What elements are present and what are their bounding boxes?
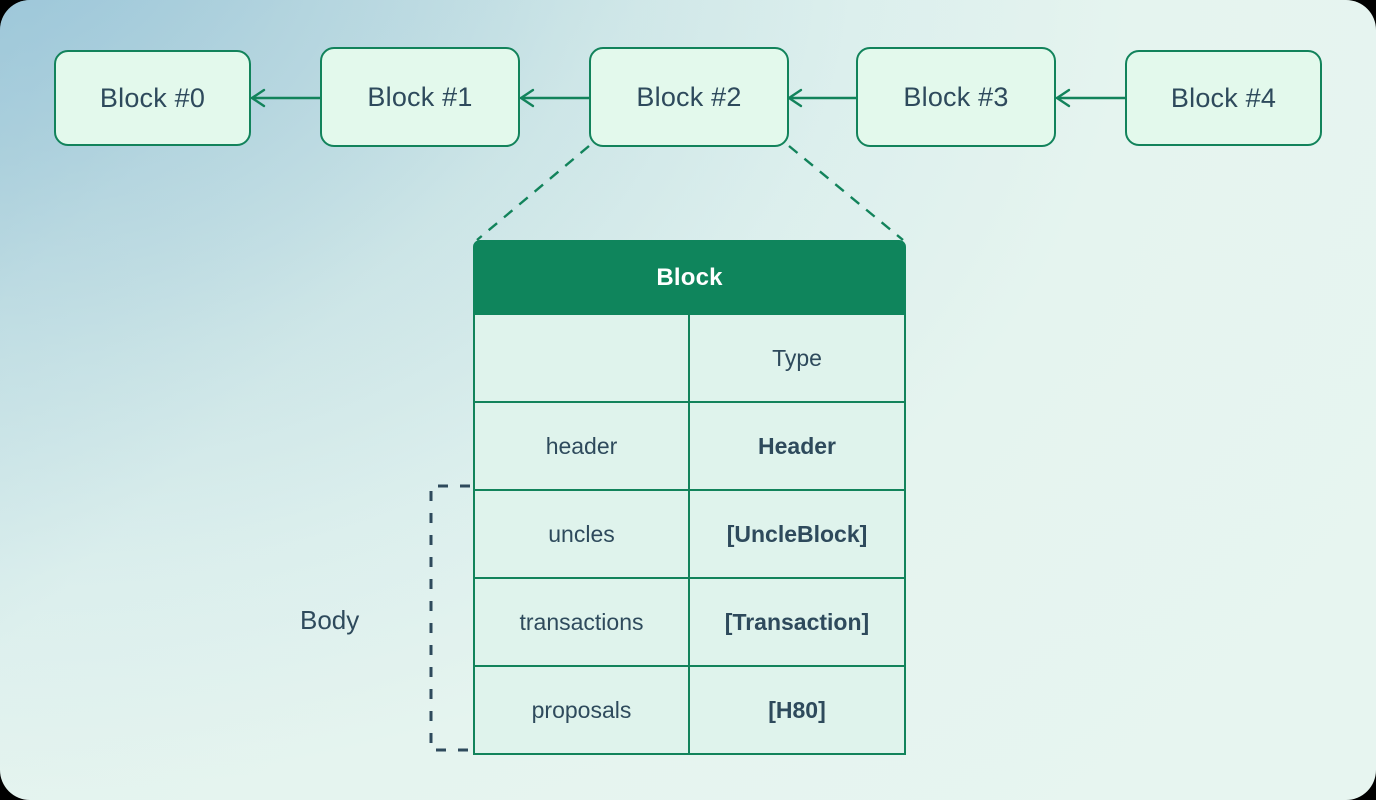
table-cell-field-name: header — [475, 403, 690, 489]
chain-block-3[interactable]: Block #3 — [856, 47, 1056, 147]
chain-block-0[interactable]: Block #0 — [54, 50, 251, 146]
arrow-block2-to-block1 — [519, 88, 592, 108]
table-header: Block — [473, 240, 906, 315]
table-cell-field-type: [UncleBlock] — [726, 520, 868, 547]
table-cell-field-type: [H80] — [768, 696, 826, 723]
arrow-block3-to-block2 — [787, 88, 858, 108]
table-row-uncles: uncles [UncleBlock] — [473, 491, 906, 579]
chain-block-label: Block #4 — [1170, 82, 1277, 113]
chain-block-2[interactable]: Block #2 — [589, 47, 789, 147]
table-row-column-headers: Type — [473, 315, 906, 403]
block-struct-table: Block Type header Header uncles [UncleBl… — [473, 240, 906, 755]
chain-block-1[interactable]: Block #1 — [320, 47, 520, 147]
table-cell-type-header: Type — [772, 344, 822, 371]
table-cell-field-name: transactions — [475, 579, 690, 665]
chain-block-label: Block #2 — [636, 81, 742, 112]
chain-block-label: Block #1 — [367, 81, 473, 112]
expand-line-left — [476, 145, 590, 241]
body-group-label: Body — [300, 605, 360, 635]
chain-block-label: Block #0 — [99, 82, 206, 113]
chain-block-4[interactable]: Block #4 — [1125, 50, 1322, 146]
table-row-transactions: transactions [Transaction] — [473, 579, 906, 667]
table-cell-field-type: Header — [758, 432, 836, 459]
table-cell-field-name — [475, 315, 690, 401]
table-cell-field-name: uncles — [475, 491, 690, 577]
expand-line-right — [788, 145, 904, 241]
chain-block-label: Block #3 — [903, 81, 1009, 112]
table-cell-field-name: proposals — [475, 667, 690, 753]
body-bracket — [429, 484, 470, 752]
table-row-proposals: proposals [H80] — [473, 667, 906, 755]
table-title: Block — [656, 263, 723, 291]
arrow-block1-to-block0 — [250, 88, 322, 108]
table-row-header: header Header — [473, 403, 906, 491]
table-cell-field-type: [Transaction] — [724, 608, 870, 635]
arrow-block4-to-block3 — [1055, 88, 1127, 108]
